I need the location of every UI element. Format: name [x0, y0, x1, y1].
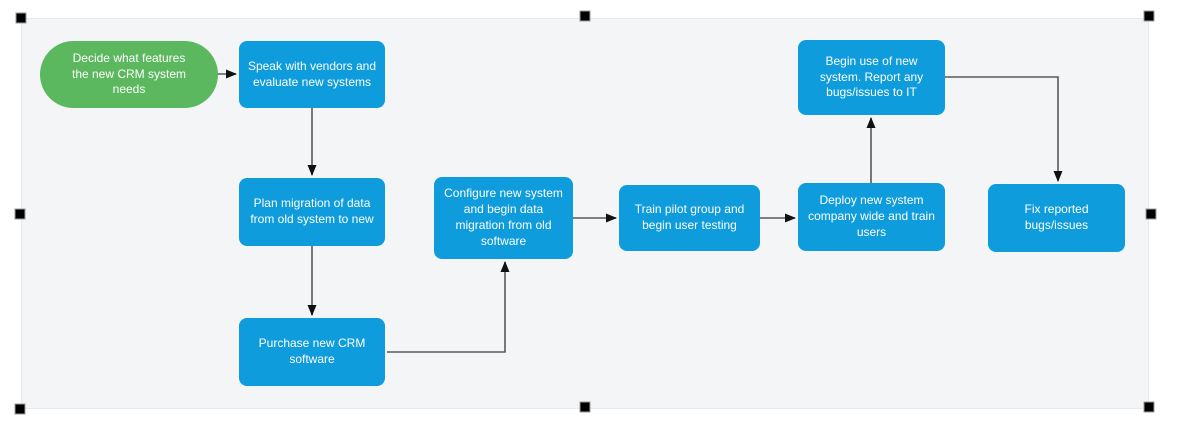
flow-node-label: Purchase new CRM software [258, 336, 366, 366]
selection-handle-bottom-center[interactable] [579, 401, 591, 413]
selection-handle-top-right[interactable] [1143, 10, 1155, 22]
flow-node-label: Begin use of new system. Report any bugs… [819, 53, 924, 100]
flow-node-purchase[interactable]: Purchase new CRM software [239, 318, 385, 386]
flow-node-deploy[interactable]: Deploy new system company wide and train… [798, 183, 945, 251]
flow-node-configure[interactable]: Configure new system and begin data migr… [434, 177, 573, 259]
flow-node-label: Configure new system and begin data migr… [444, 186, 563, 248]
selection-handle-top-left[interactable] [15, 12, 27, 24]
flow-node-label: Deploy new system company wide and train… [808, 193, 935, 239]
selection-handle-bottom-left[interactable] [14, 403, 26, 415]
flow-node-start[interactable]: Decide what features the new CRM system … [40, 41, 218, 108]
selection-handle-middle-left[interactable] [14, 208, 26, 219]
selection-handle-middle-right[interactable] [1145, 208, 1157, 219]
selection-handle-bottom-right[interactable] [1143, 401, 1155, 413]
flow-node-plan-migration[interactable]: Plan migration of data from old system t… [239, 178, 385, 246]
flow-node-fix-bugs[interactable]: Fix reported bugs/issues [988, 184, 1125, 252]
flow-node-label: Plan migration of data from old system t… [250, 196, 374, 226]
flow-node-label: Train pilot group and begin user testing [634, 202, 745, 232]
flow-node-label: Decide what features the new CRM system … [71, 50, 187, 97]
flow-node-begin-use[interactable]: Begin use of new system. Report any bugs… [798, 40, 945, 115]
selection-handle-top-center[interactable] [579, 10, 591, 22]
flow-node-label: Speak with vendors and evaluate new syst… [247, 58, 377, 89]
flow-node-label: Fix reported bugs/issues [1024, 202, 1089, 232]
flow-node-speak-vendors[interactable]: Speak with vendors and evaluate new syst… [239, 41, 385, 108]
flow-node-train-pilot[interactable]: Train pilot group and begin user testing [619, 185, 760, 251]
